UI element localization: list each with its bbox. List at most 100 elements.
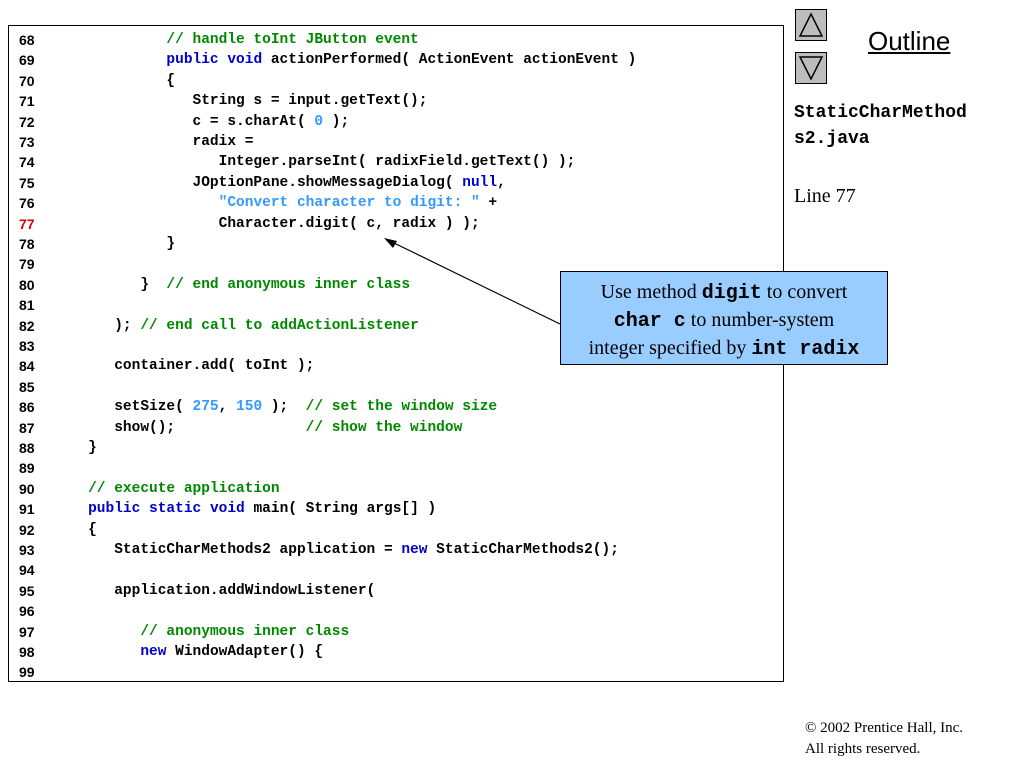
code-line: 93 StaticCharMethods2 application = new …	[9, 540, 783, 560]
line-number: 84	[19, 358, 35, 375]
code-text: setSize( 275, 150 ); // set the window s…	[62, 397, 497, 417]
code-line: 74 Integer.parseInt( radixField.getText(…	[9, 152, 783, 172]
code-line: 99	[9, 662, 783, 682]
code-token: static	[149, 501, 202, 518]
code-line: 94	[9, 560, 783, 580]
copyright-symbol: ©	[805, 720, 817, 736]
code-text: Integer.parseInt( radixField.getText() )…	[62, 152, 576, 172]
line-number: 81	[19, 297, 35, 314]
code-line: 86 setSize( 275, 150 ); // set the windo…	[9, 397, 783, 417]
callout-code-digit: digit	[701, 282, 762, 305]
line-number: 76	[19, 195, 35, 212]
code-token: }	[62, 236, 176, 252]
code-text: ); // end call to addActionListener	[62, 316, 419, 336]
line-number: 87	[19, 419, 35, 436]
code-line: 76 "Convert character to digit: " +	[9, 193, 783, 213]
copyright-line1: 2002 Prentice Hall, Inc.	[816, 720, 964, 736]
next-slide-button[interactable]	[795, 52, 827, 84]
code-token: 150	[236, 399, 263, 416]
code-token: null	[462, 174, 498, 191]
line-number: 70	[19, 72, 35, 89]
code-text: "Convert character to digit: " +	[62, 193, 497, 213]
code-token: "Convert character to digit: "	[218, 195, 480, 212]
callout-text: Use method	[600, 281, 702, 303]
code-text: // execute application	[62, 479, 280, 499]
code-token: // handle toInt JButton event	[166, 32, 419, 48]
code-token: radix =	[62, 134, 254, 150]
code-token: StaticCharMethods2 application =	[62, 542, 402, 558]
callout-text: to number-system	[685, 309, 835, 331]
file-name-line2: s2.java	[794, 129, 870, 149]
code-token: String s = input.getText();	[62, 93, 428, 110]
code-text: StaticCharMethods2 application = new Sta…	[62, 540, 619, 560]
code-token: main( String args[] )	[244, 501, 437, 518]
up-triangle-icon	[798, 12, 824, 37]
line-number: 99	[19, 664, 35, 681]
code-line: 70 {	[9, 71, 783, 91]
code-token: ,	[218, 399, 237, 416]
file-name: StaticCharMethod s2.java	[794, 100, 967, 152]
line-number: 86	[19, 399, 35, 416]
code-token: 0	[314, 113, 324, 130]
code-token: public	[166, 52, 219, 69]
code-line: 75 JOptionPane.showMessageDialog( null,	[9, 173, 783, 193]
line-number: 90	[19, 480, 35, 497]
line-number: 89	[19, 460, 35, 477]
callout-note: Use method digit to convert char c to nu…	[560, 271, 888, 365]
code-line: 89	[9, 458, 783, 478]
code-token: void	[227, 52, 263, 69]
code-line: 68 // handle toInt JButton event	[9, 30, 783, 50]
code-text: }	[62, 438, 97, 458]
code-token: JOptionPane.showMessageDialog(	[62, 174, 463, 191]
code-token: // end call to addActionListener	[140, 317, 419, 334]
code-text: Character.digit( c, radix ) );	[62, 214, 480, 234]
line-number: 79	[19, 256, 35, 273]
code-line: 88 }	[9, 438, 783, 458]
code-line: 78 }	[9, 234, 783, 254]
code-line: 95 application.addWindowListener(	[9, 581, 783, 601]
code-line: 96	[9, 601, 783, 621]
code-line: 92 {	[9, 520, 783, 540]
previous-slide-button[interactable]	[795, 9, 827, 41]
line-number: 69	[19, 52, 35, 69]
code-text: {	[62, 520, 97, 540]
code-token: 275	[192, 399, 219, 416]
code-text: JOptionPane.showMessageDialog( null,	[62, 173, 506, 193]
code-text: new WindowAdapter() {	[62, 642, 323, 662]
code-line: 73 radix =	[9, 132, 783, 152]
code-token: public	[88, 501, 141, 518]
code-line: 72 c = s.charAt( 0 );	[9, 112, 783, 132]
line-number: 71	[19, 93, 35, 110]
code-text: {	[62, 71, 175, 91]
code-text: c = s.charAt( 0 );	[62, 112, 350, 132]
code-token: // execute application	[88, 480, 280, 497]
line-number: 85	[19, 378, 35, 395]
code-token: actionPerformed( ActionEvent actionEvent…	[262, 52, 637, 69]
code-line: 98 new WindowAdapter() {	[9, 642, 783, 662]
code-token: {	[62, 72, 176, 89]
code-text: }	[62, 234, 175, 254]
code-token: WindowAdapter() {	[166, 644, 324, 660]
code-token: Character.digit( c, radix ) );	[62, 215, 480, 232]
line-number: 73	[19, 134, 35, 150]
line-number: 68	[19, 32, 35, 48]
code-token: {	[62, 521, 97, 538]
code-text: radix =	[62, 132, 254, 152]
callout-code-int-radix: int radix	[751, 338, 860, 361]
code-text: container.add( toInt );	[62, 356, 314, 376]
code-line: 79	[9, 254, 783, 274]
code-token: new	[140, 644, 167, 660]
line-number: 91	[19, 501, 35, 518]
code-line: 82 ); // end call to addActionListener	[9, 316, 783, 336]
code-line: 90 // execute application	[9, 479, 783, 499]
line-number: 97	[19, 623, 35, 640]
code-token: // set the window size	[305, 399, 498, 416]
outline-link[interactable]: Outline	[868, 26, 951, 56]
code-token: // end anonymous inner class	[166, 276, 411, 293]
code-line: 91 public static void main( String args[…	[9, 499, 783, 519]
callout-code-char-c: char c	[613, 310, 686, 333]
code-token: Integer.parseInt( radixField.getText() )…	[62, 154, 576, 171]
code-text: public static void main( String args[] )	[62, 499, 436, 519]
line-number: 92	[19, 521, 35, 538]
